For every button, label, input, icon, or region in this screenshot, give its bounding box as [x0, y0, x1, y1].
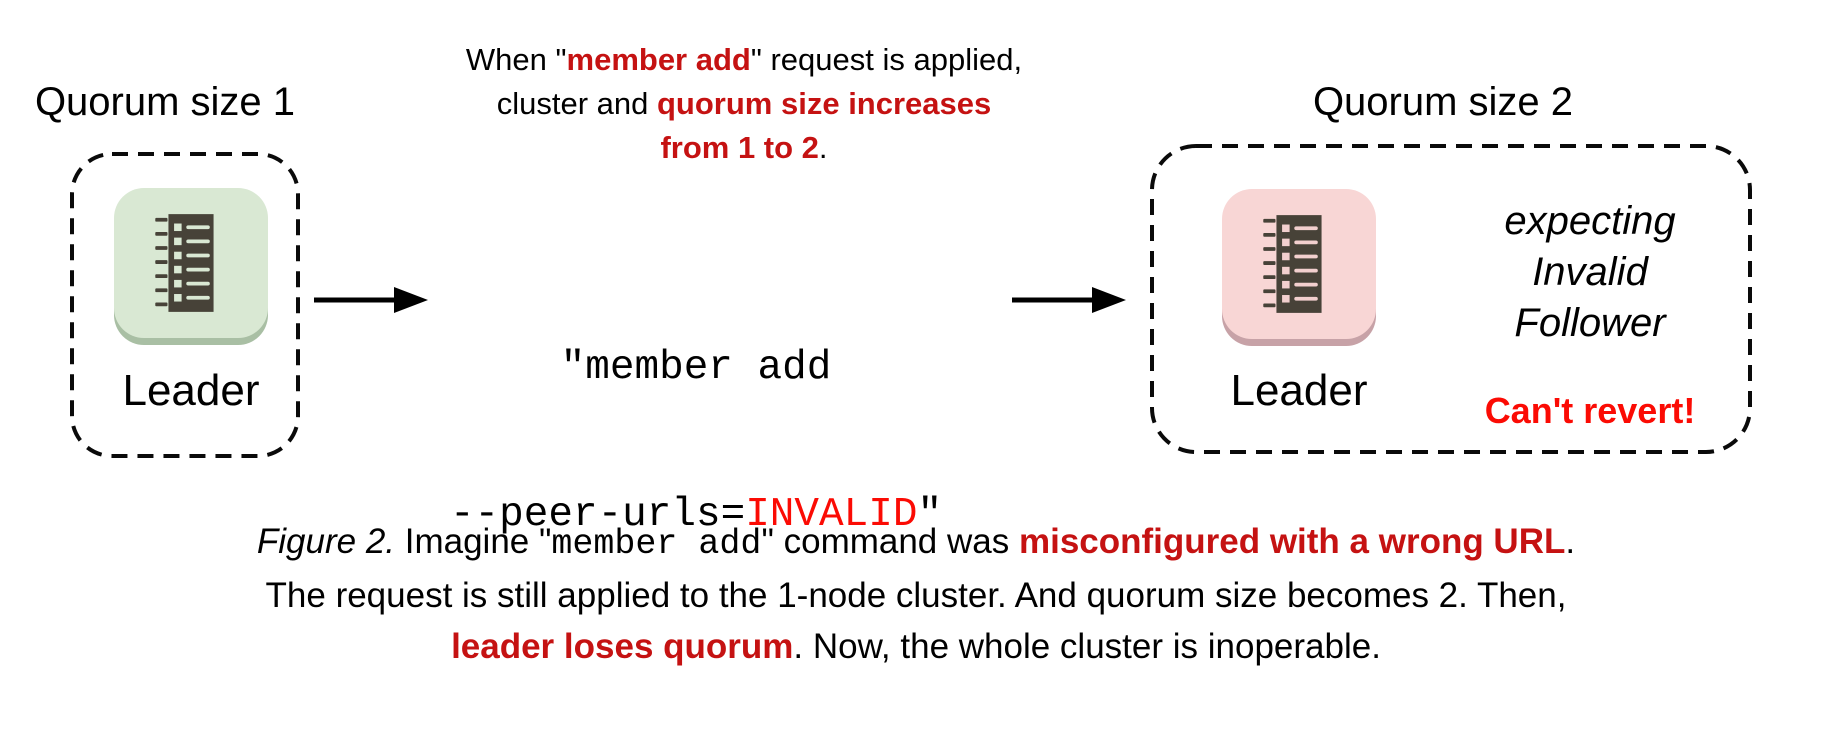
leader-label: Leader — [122, 366, 260, 415]
list-notebook-icon — [155, 214, 214, 312]
leader-label: Leader — [1230, 366, 1368, 415]
expecting-follower-status: expecting Invalid Follower — [1428, 196, 1752, 349]
annotation-line: When "member add" request is applied, — [465, 42, 1023, 77]
annotation-line: cluster and quorum size increases — [496, 86, 992, 121]
quorum-size-2-heading: Quorum size 2 — [1312, 80, 1574, 124]
member-add-command: "member add --peer-urls=INVALID" — [296, 246, 1096, 638]
figure-caption: Figure 2. Imagine "member add" command w… — [0, 516, 1832, 672]
quorum-size-1-heading: Quorum size 1 — [34, 80, 296, 124]
annotation-line: from 1 to 2. — [660, 130, 828, 165]
arrow-right-icon — [314, 287, 428, 313]
cant-revert-warning: Can't revert! — [1484, 390, 1696, 431]
leader-node-green — [114, 188, 268, 338]
caption-line: The request is still applied to the 1-no… — [265, 576, 1567, 615]
leader-node-pink — [1222, 189, 1376, 339]
caption-line: leader loses quorum. Now, the whole clus… — [451, 627, 1381, 666]
arrow-right-icon — [1012, 287, 1126, 313]
member-add-annotation: When "member add" request is applied, cl… — [372, 38, 1116, 170]
list-notebook-icon — [1263, 215, 1322, 313]
command-line: "member add — [560, 345, 832, 391]
status-line: Invalid — [1532, 250, 1648, 294]
status-line: Follower — [1514, 301, 1666, 345]
caption-line: Figure 2. Imagine "member add" command w… — [256, 522, 1576, 564]
command-line: --peer-urls=INVALID" — [449, 492, 943, 538]
status-line: expecting — [1504, 199, 1676, 243]
